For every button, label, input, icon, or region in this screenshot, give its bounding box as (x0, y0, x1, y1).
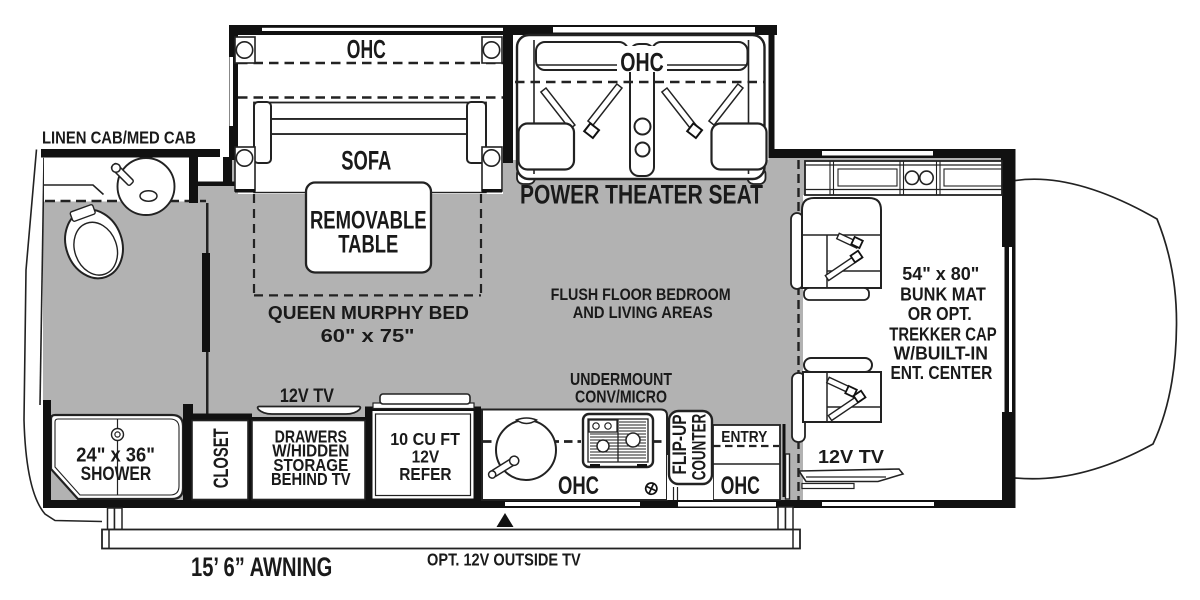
svg-text:ENT. CENTER: ENT. CENTER (890, 363, 992, 384)
svg-text:OPT. 12V OUTSIDE TV: OPT. 12V OUTSIDE TV (427, 550, 581, 570)
svg-text:UNDERMOUNT: UNDERMOUNT (570, 369, 672, 389)
svg-text:15’ 6” AWNING: 15’ 6” AWNING (191, 552, 332, 582)
svg-text:FLIP-UP: FLIP-UP (670, 414, 691, 474)
svg-text:REMOVABLE: REMOVABLE (310, 206, 427, 234)
svg-text:AND LIVING AREAS: AND LIVING AREAS (573, 303, 713, 322)
svg-text:W/HIDDEN: W/HIDDEN (272, 441, 349, 461)
svg-text:12V TV: 12V TV (280, 385, 334, 407)
svg-text:QUEEN MURPHY BED: QUEEN MURPHY BED (268, 303, 469, 324)
svg-text:24" x 36": 24" x 36" (76, 445, 155, 467)
svg-text:TREKKER CAP: TREKKER CAP (889, 325, 996, 346)
svg-text:W/BUILT-IN: W/BUILT-IN (894, 344, 988, 365)
svg-text:ENTRY: ENTRY (721, 429, 768, 446)
svg-text:STORAGE: STORAGE (273, 455, 348, 475)
svg-text:OHC: OHC (721, 472, 760, 500)
svg-text:CLOSET: CLOSET (210, 428, 233, 488)
svg-text:FLUSH FLOOR BEDROOM: FLUSH FLOOR BEDROOM (551, 285, 731, 304)
svg-text:SHOWER: SHOWER (81, 464, 152, 485)
svg-text:DRAWERS: DRAWERS (275, 426, 347, 446)
svg-text:10 CU FT: 10 CU FT (390, 429, 460, 449)
svg-text:BUNK MAT: BUNK MAT (900, 285, 986, 306)
svg-text:OHC: OHC (558, 472, 599, 500)
svg-text:COUNTER: COUNTER (689, 414, 711, 481)
svg-text:LINEN CAB/MED CAB: LINEN CAB/MED CAB (42, 128, 196, 148)
svg-text:OR OPT.: OR OPT. (908, 304, 972, 325)
svg-text:12V TV: 12V TV (818, 446, 885, 467)
svg-text:SOFA: SOFA (341, 145, 391, 175)
svg-text:POWER THEATER SEAT: POWER THEATER SEAT (520, 180, 763, 210)
svg-text:54" x 80": 54" x 80" (902, 264, 979, 285)
svg-text:OHC: OHC (620, 47, 664, 77)
svg-text:REFER: REFER (399, 464, 452, 484)
svg-text:CONV/MICRO: CONV/MICRO (575, 387, 667, 407)
svg-text:BEHIND TV: BEHIND TV (271, 469, 351, 489)
svg-text:TABLE: TABLE (338, 231, 398, 259)
svg-text:60" x 75": 60" x 75" (321, 326, 415, 347)
svg-text:OHC: OHC (347, 36, 386, 64)
svg-text:12V: 12V (412, 447, 440, 467)
